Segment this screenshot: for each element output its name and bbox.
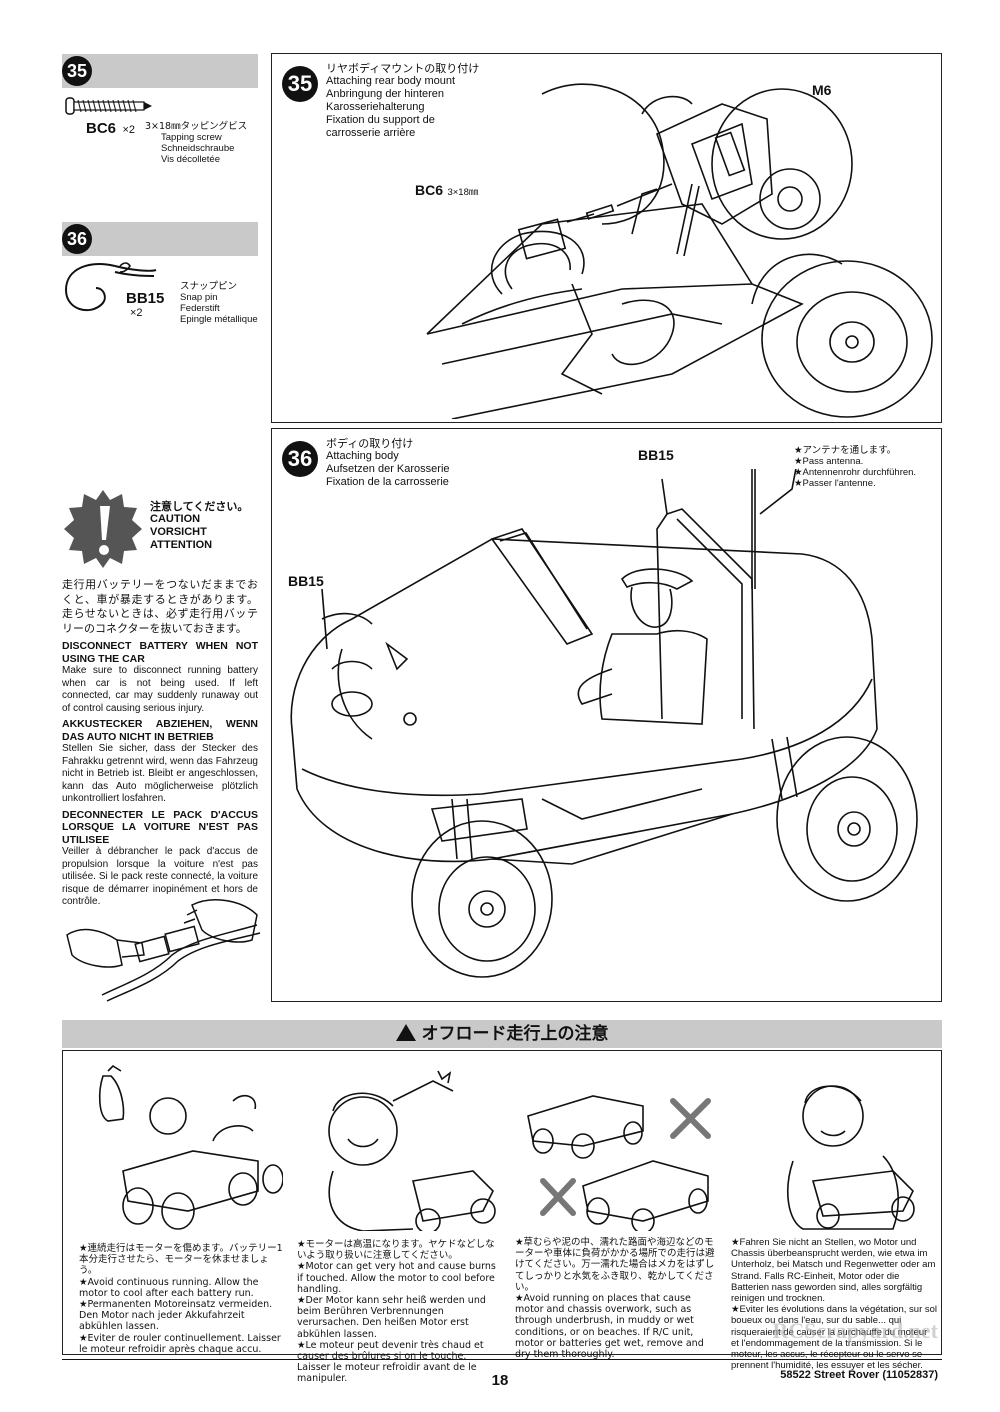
step-35-frame: 35 リヤボディマウントの取り付け Attaching rear body mo… — [271, 53, 942, 423]
offroad-note-1: ★連続走行はモーターを傷めます。バッテリー1本分走行させたら、モーターを休ませま… — [79, 1243, 283, 1355]
label-bc6: BC6 3×18㎜ — [415, 182, 479, 198]
snap-pin-illustration — [60, 258, 160, 318]
offroad-note-3: ★草むらや泥の中、濡れた路面や海辺などのモーターや車体に負荷がかかる場所での走行… — [515, 1237, 715, 1361]
warning-triangle-icon — [395, 1024, 416, 1041]
page-number: 18 — [491, 1372, 509, 1389]
label-m6: M6 — [812, 82, 832, 98]
step-number-35: 35 — [282, 66, 318, 102]
part-code-36: BB15 ×2 — [126, 290, 165, 319]
hot-motor-car-illustration — [98, 1064, 283, 1230]
screw-illustration — [64, 94, 154, 118]
burn-hand-illustration — [328, 1070, 496, 1231]
muddy-running-illustration — [527, 1095, 711, 1231]
offroad-panel: ★連続走行はモーターを傷めます。バッテリー1本分走行させたら、モーターを休ませま… — [62, 1050, 942, 1384]
offroad-note-2: ★モーターは高温になります。ヤケドなどしないよう取り扱いに注意してください。 ★… — [297, 1239, 496, 1385]
part-code-35: BC6 ×2 — [86, 120, 136, 137]
buggy-body-drawing — [290, 469, 918, 978]
battery-unplug-illustration — [62, 895, 262, 1005]
caution-icon — [62, 488, 144, 570]
step-36-title: ボディの取り付け Attaching body Aufsetzen der Ka… — [326, 437, 450, 488]
part-bar-35 — [62, 54, 258, 88]
caution-body: 走行用バッテリーをつないだままでおくと、車が暴走するときがあります。走らせないと… — [62, 578, 258, 907]
part-desc-35: 3×18㎜タッピングビス Tapping screw Schneidschrau… — [145, 121, 248, 165]
part-desc-36: スナップピン Snap pin Federstift Epingle métal… — [180, 281, 258, 325]
cleaning-car-illustration — [787, 1085, 915, 1230]
step-36-frame: 36 ボディの取り付け Attaching body Aufsetzen der… — [271, 428, 942, 1002]
caution-heading: 注意してください。 CAUTION VORSICHT ATTENTION — [150, 500, 249, 551]
model-code: 58522 Street Rover (11052837) — [780, 1369, 938, 1381]
part-number-36: 36 — [62, 224, 92, 254]
label-bb15-left: BB15 — [288, 573, 324, 589]
offroad-note-4: ★Fahren Sie nicht an Stellen, wo Motor u… — [731, 1237, 938, 1372]
part-number-35: 35 — [62, 56, 92, 86]
part-bar-36 — [62, 222, 258, 256]
footer-rule — [62, 1359, 942, 1360]
chassis-rear-drawing — [426, 83, 933, 419]
offroad-title: オフロード走行上の注意 — [62, 1022, 942, 1046]
label-bb15-top: BB15 — [638, 447, 674, 463]
step-number-36: 36 — [282, 441, 318, 477]
watermark: RCScrapyard.net — [772, 1318, 938, 1343]
antenna-note: ★アンテナを通します。 ★Pass antenna. ★Antennenrohr… — [794, 445, 917, 489]
offroad-title-bar — [62, 1020, 942, 1048]
step-35-title: リヤボディマウントの取り付け Attaching rear body mount… — [326, 62, 480, 139]
